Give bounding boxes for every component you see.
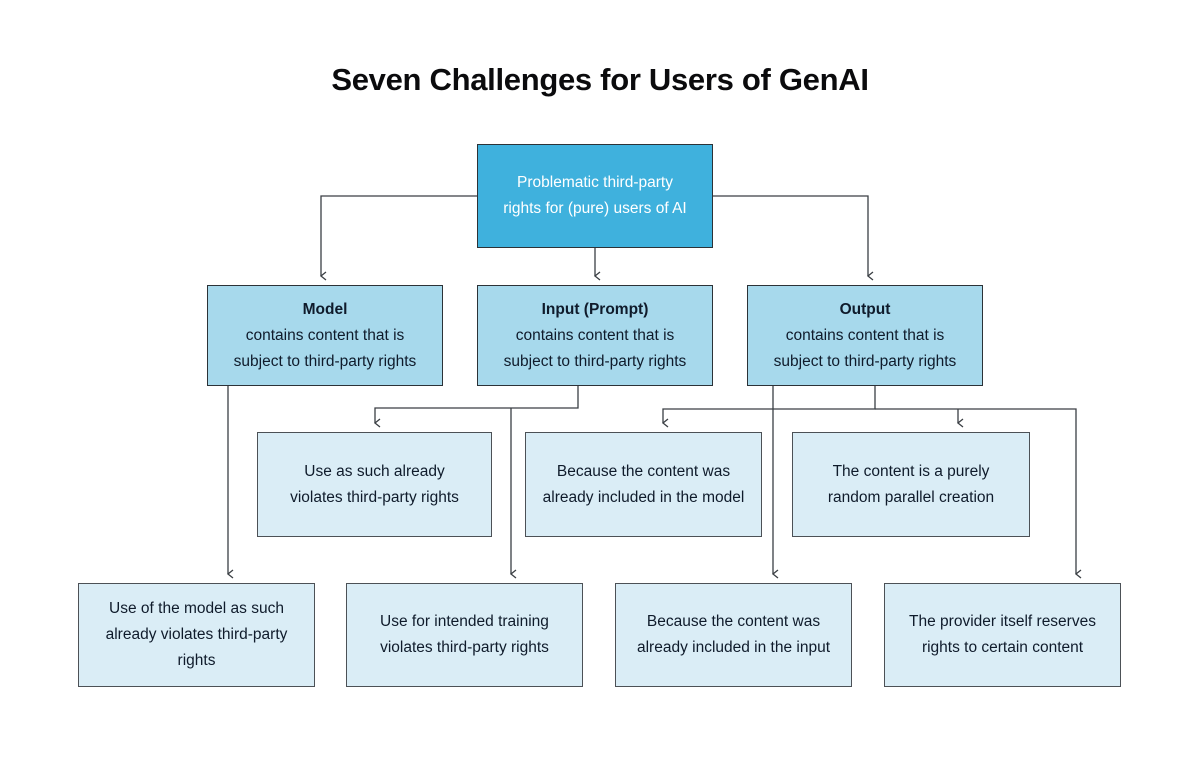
node-leaf2-text: Use for intended training violates third… (380, 613, 549, 656)
node-use-as-such-violates: Use as such already violates third-party… (257, 432, 492, 537)
node-use-of-model-violates: Use of the model as such already violate… (78, 583, 315, 687)
node-output: Output contains content that is subject … (747, 285, 983, 386)
node-random-parallel-creation: The content is a purely random parallel … (792, 432, 1030, 537)
node-intended-training-violates: Use for intended training violates third… (346, 583, 583, 687)
node-content-included-in-input: Because the content was already included… (615, 583, 852, 687)
node-output-text: contains content that is subject to thir… (773, 326, 957, 370)
node-model-text: contains content that is subject to thir… (233, 326, 417, 370)
connector-input-mid1 (373, 386, 579, 428)
node-model: Model contains content that is subject t… (207, 285, 443, 386)
node-provider-reserves-rights: The provider itself reserves rights to c… (884, 583, 1121, 687)
node-model-title: Model (302, 300, 348, 318)
node-content-included-in-model: Because the content was already included… (525, 432, 762, 537)
node-mid1-text: Use as such already violates third-party… (290, 462, 459, 506)
node-leaf3-text: Because the content was already included… (636, 613, 831, 656)
node-leaf1-text: Use of the model as such already violate… (105, 600, 288, 669)
node-root-text: Problematic third-party rights for (pure… (503, 174, 687, 217)
node-output-title: Output (839, 300, 891, 318)
node-leaf4-text: The provider itself reserves rights to c… (909, 613, 1096, 656)
connector-output-mid2 (661, 386, 876, 428)
node-input-prompt: Input (Prompt) contains content that is … (477, 285, 713, 386)
node-mid2-text: Because the content was already included… (542, 462, 745, 506)
diagram-title: Seven Challenges for Users of GenAI (331, 62, 869, 97)
node-input-title: Input (Prompt) (541, 300, 649, 318)
node-root: Problematic third-party rights for (pure… (477, 144, 713, 248)
connector-root-model (319, 195, 477, 281)
node-mid3-text: The content is a purely random parallel … (827, 462, 995, 506)
node-input-text: contains content that is subject to thir… (503, 326, 687, 370)
connector-root-output (713, 195, 874, 281)
